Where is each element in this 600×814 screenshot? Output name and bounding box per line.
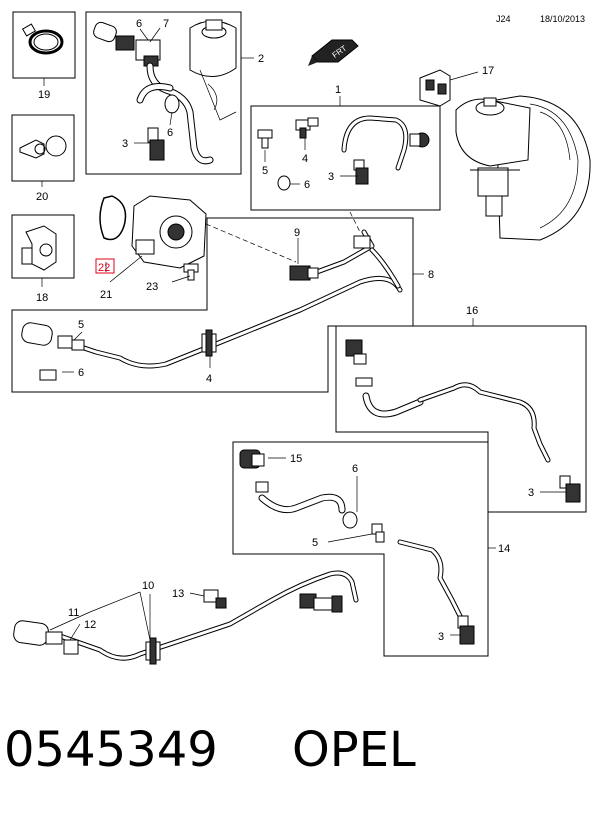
- part-number: 0545349: [4, 722, 218, 778]
- callout-12: 12: [84, 619, 96, 631]
- sensor-assembly-7: [93, 21, 161, 67]
- elbow-connector-15: [239, 449, 265, 469]
- clamp-6-box14: [342, 511, 358, 529]
- callout-3-box14: 3: [438, 631, 444, 643]
- connector-3-box2: [147, 127, 165, 161]
- callout-5-box14: 5: [312, 537, 318, 549]
- brand-name: OPEL: [292, 722, 416, 778]
- callout-10: 10: [142, 580, 154, 592]
- connector-3-box14: [457, 615, 475, 645]
- callout-9: 9: [294, 227, 300, 239]
- end-fitting-box1: [409, 132, 430, 148]
- callout-4-box8: 4: [206, 373, 212, 385]
- clamp-6-box1: [277, 175, 291, 191]
- bracket-13: [203, 589, 227, 609]
- callout-22-highlight: [95, 258, 115, 274]
- callout-14: 14: [498, 543, 510, 555]
- callout-17: 17: [482, 65, 494, 77]
- assembly-box-2: [85, 11, 242, 175]
- hose-clamp-19: [21, 23, 64, 55]
- t-connector-box8: [353, 235, 371, 249]
- hose-clip-20: [19, 135, 67, 159]
- clip-box-20: [11, 114, 75, 182]
- clamp-12: [63, 639, 79, 655]
- front-direction-icon: FRT: [308, 39, 359, 66]
- hose-end-cap-box8: [21, 322, 85, 351]
- page-date: 18/10/2013: [540, 14, 585, 24]
- callout-3-box1: 3: [328, 171, 334, 183]
- harness-bracket-17: [419, 69, 451, 107]
- callout-19: 19: [38, 89, 50, 101]
- connector-3-box16: [559, 475, 581, 503]
- callout-22: 22: [98, 262, 110, 274]
- callout-5-box1: 5: [262, 165, 268, 177]
- callout-3-box16: 3: [528, 487, 534, 499]
- clamp-6-box8: [39, 369, 57, 381]
- assembly-box-16: [335, 325, 587, 513]
- callout-4-box1: 4: [302, 153, 308, 165]
- callout-21: 21: [100, 289, 112, 301]
- connector-lower-assembly: [299, 593, 343, 613]
- page-code: J24: [496, 14, 511, 24]
- callout-1: 1: [335, 84, 341, 96]
- connector-3-box1: [353, 159, 369, 185]
- assembly-box-8: [11, 217, 414, 393]
- hose-clamp-6-box2: [164, 94, 180, 114]
- pump-gasket: [99, 195, 127, 241]
- callout-6-box8: 6: [78, 367, 84, 379]
- clamp-box16: [355, 377, 373, 387]
- clamp-box14: [255, 481, 269, 493]
- check-valve-4-box8: [201, 329, 217, 357]
- callout-8: 8: [428, 269, 434, 281]
- callout-16: 16: [466, 305, 478, 317]
- callout-6-box14: 6: [352, 463, 358, 475]
- pump-bolt-23: [183, 263, 199, 281]
- callout-6-lower-box2: 6: [167, 127, 173, 139]
- check-valve-10: [145, 637, 161, 665]
- hose-end-cap-11: [13, 620, 63, 646]
- union-5-box1: [257, 129, 273, 149]
- callout-20: 20: [36, 191, 48, 203]
- elbow-connector-box16: [345, 339, 367, 365]
- brake-booster: [455, 95, 591, 241]
- callout-2: 2: [258, 53, 264, 65]
- callout-11: 11: [68, 607, 79, 619]
- check-valve-4-box1: [295, 117, 319, 139]
- callout-6-box2: 6: [136, 18, 142, 30]
- callout-15: 15: [290, 453, 302, 465]
- vacuum-pump-21: [131, 195, 207, 269]
- callout-18: 18: [36, 292, 48, 304]
- callout-6-box1: 6: [304, 179, 310, 191]
- callout-3-box2: 3: [122, 138, 128, 150]
- fluid-reservoir-top: [189, 19, 237, 121]
- assembly-box-1: [250, 105, 441, 211]
- check-valve-9: [289, 265, 319, 281]
- hose-bracket-18: [21, 225, 57, 271]
- assembly-box-14: [232, 441, 489, 657]
- callout-13: 13: [172, 588, 184, 600]
- callout-7: 7: [163, 18, 169, 30]
- bracket-box-18: [11, 214, 75, 279]
- union-5-box14: [371, 523, 385, 543]
- callout-23: 23: [146, 281, 158, 293]
- clamp-box-19: [12, 11, 76, 79]
- callout-5-box8: 5: [78, 319, 84, 331]
